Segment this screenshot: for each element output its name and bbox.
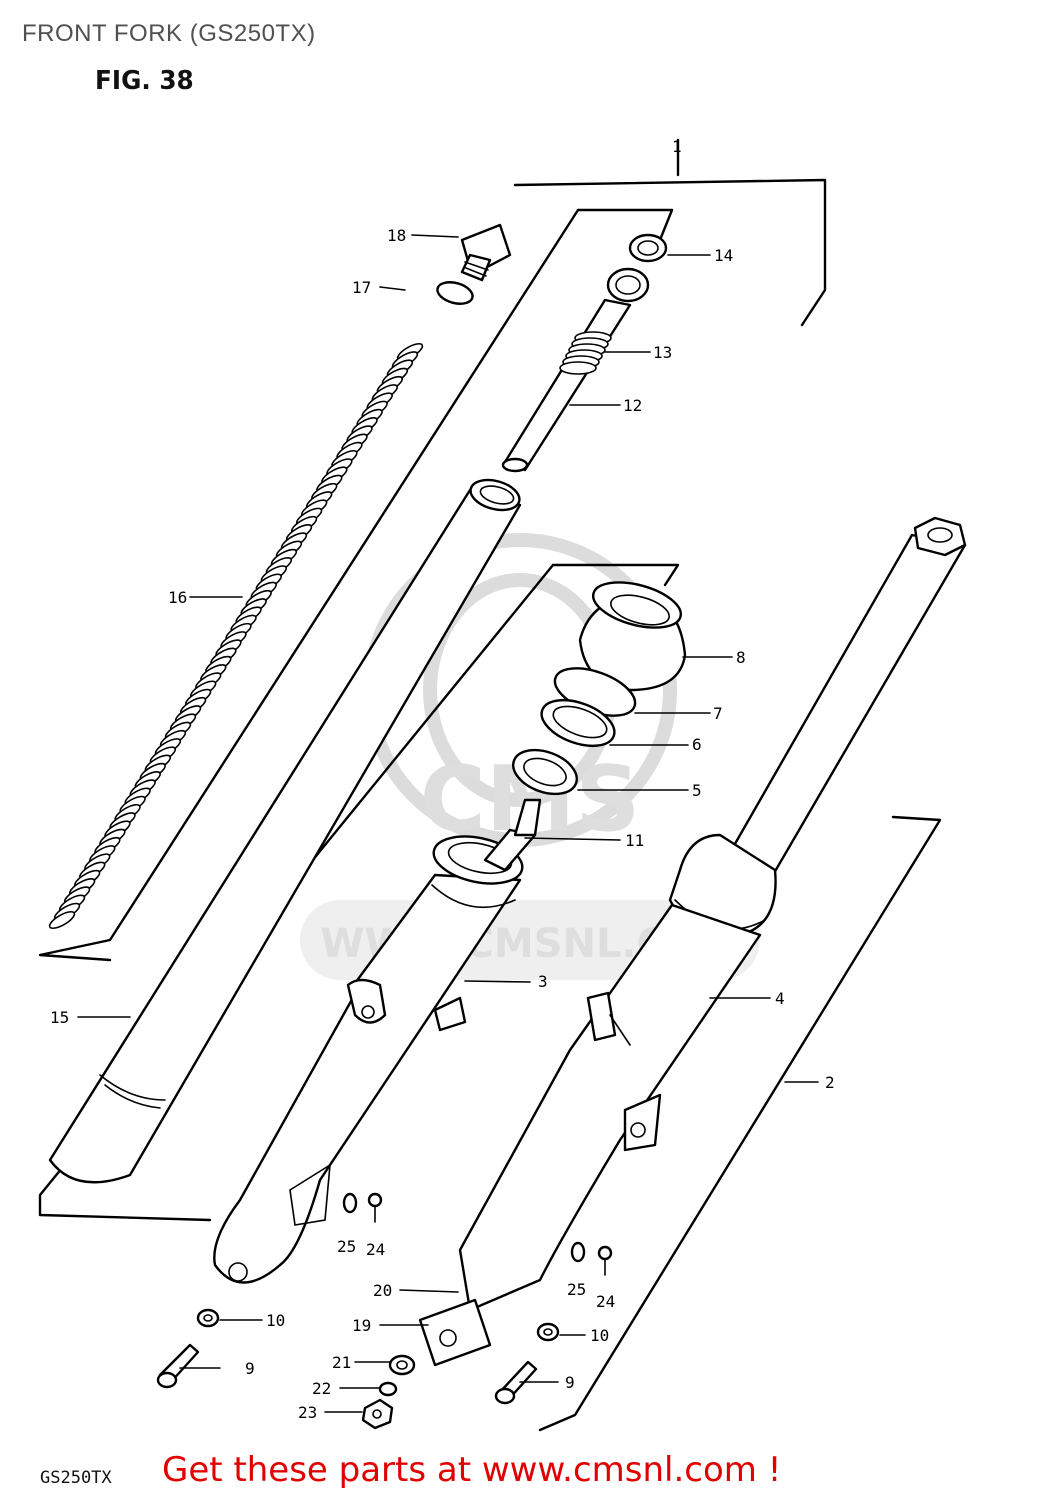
spring-coil — [48, 910, 76, 930]
leader-lines — [77, 234, 819, 1413]
callout-18: 18 — [387, 226, 406, 245]
callout-17: 17 — [352, 278, 371, 297]
parts-link[interactable]: Get these parts at www.cmsnl.com ! — [162, 1450, 782, 1490]
bolt-9-right — [494, 1360, 538, 1405]
callout-14: 14 — [714, 246, 733, 265]
plug-24-left — [367, 1192, 383, 1223]
callout-19: 19 — [352, 1316, 371, 1335]
callout-6: 6 — [692, 735, 702, 754]
callout-8: 8 — [736, 648, 746, 667]
washer-21 — [388, 1354, 416, 1376]
assembly-bracket-inner — [38, 208, 674, 962]
callout-2: 2 — [825, 1073, 835, 1092]
callout-15: 15 — [50, 1008, 69, 1027]
assembly-bracket-1 — [513, 138, 827, 327]
callout-10-left: 10 — [266, 1311, 285, 1330]
fork-assembly-right — [418, 516, 967, 1367]
washer-22 — [378, 1381, 398, 1397]
ring-25-left — [342, 1192, 358, 1214]
callout-4: 4 — [775, 989, 785, 1008]
damper-rod — [501, 267, 650, 473]
callout-9-left: 9 — [245, 1359, 255, 1378]
callout-13: 13 — [653, 343, 672, 362]
callout-1: 1 — [672, 137, 682, 156]
callout-20: 20 — [373, 1281, 392, 1300]
washer-10-left — [196, 1308, 220, 1328]
ring-25-right — [570, 1241, 586, 1263]
cap-bolt — [436, 223, 512, 305]
callout-7: 7 — [713, 704, 723, 723]
assembly-bracket-right — [538, 815, 942, 1432]
bolt-9-left — [156, 1343, 200, 1389]
callout-24-right: 24 — [596, 1292, 615, 1311]
callout-25-left: 25 — [337, 1237, 356, 1256]
callout-5: 5 — [692, 781, 702, 800]
rebound-spring-coil — [559, 361, 597, 375]
outer-tube-left — [213, 798, 542, 1284]
page-title: FRONT FORK (GS250TX) — [22, 20, 316, 47]
callout-labels: 1 2 3 4 5 6 7 8 9 9 10 10 11 12 13 14 15… — [50, 137, 835, 1422]
plug-24-right — [597, 1245, 613, 1276]
callout-9-right: 9 — [565, 1373, 575, 1392]
seal-spacer — [512, 748, 578, 796]
washer-10-right — [536, 1322, 560, 1342]
callout-11: 11 — [625, 831, 644, 850]
figure-label: FIG. 38 — [95, 66, 194, 96]
callout-16: 16 — [168, 588, 187, 607]
callout-24-left: 24 — [366, 1240, 385, 1259]
fork-inner-tube — [48, 478, 522, 1184]
callout-25-right: 25 — [567, 1280, 586, 1299]
nut-23 — [361, 1398, 394, 1430]
callout-22: 22 — [312, 1379, 331, 1398]
callout-3: 3 — [538, 972, 548, 991]
rod-seat — [628, 233, 668, 263]
oil-seal — [540, 698, 616, 748]
callout-21: 21 — [332, 1353, 351, 1372]
dust-seal — [578, 581, 687, 692]
callout-12: 12 — [623, 396, 642, 415]
fork-spring — [48, 342, 424, 930]
callout-23: 23 — [298, 1403, 317, 1422]
callout-10-right: 10 — [590, 1326, 609, 1345]
model-code: GS250TX — [40, 1468, 112, 1488]
